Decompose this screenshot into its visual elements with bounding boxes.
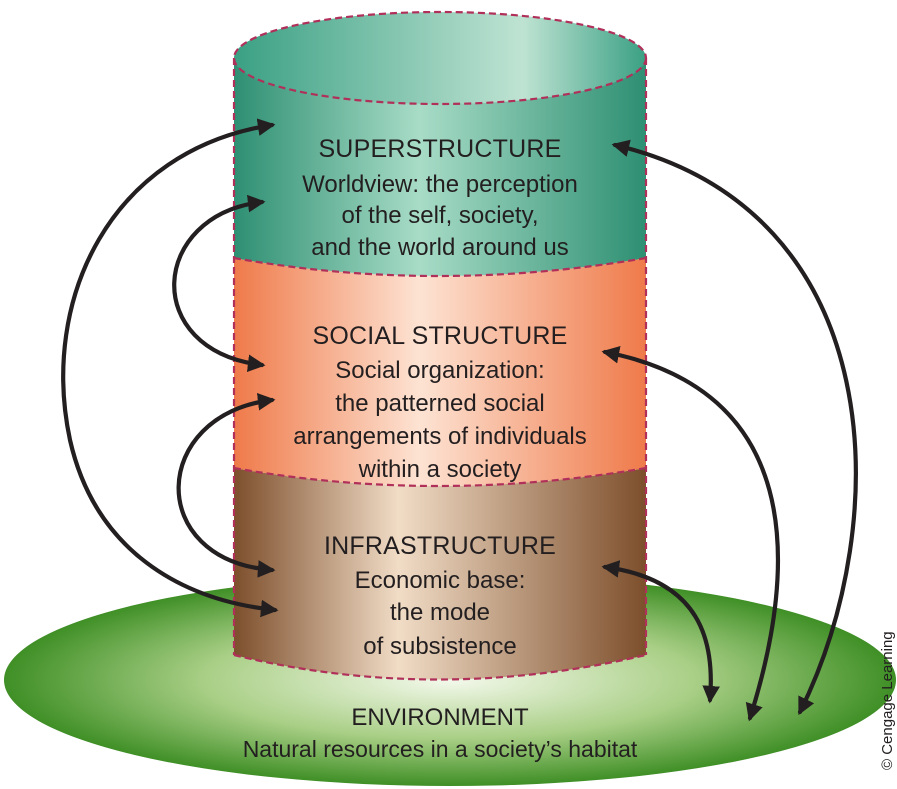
- arrows: [61, 118, 858, 722]
- superstructure-layer: [234, 58, 646, 276]
- superstructure-text: SUPERSTRUCTURE Worldview: the perception…: [302, 135, 578, 261]
- infrastructure-line: Economic base:: [355, 567, 526, 594]
- social-structure-line: arrangements of individuals: [293, 423, 587, 450]
- environment-title: ENVIRONMENT: [351, 704, 529, 731]
- social-structure-layer: [234, 258, 646, 486]
- layer-divider-lower: [233, 466, 647, 488]
- infrastructure-line: of subsistence: [363, 633, 516, 660]
- social-structure-line: the patterned social: [335, 390, 544, 417]
- arrow-infrastructure-environment: [601, 560, 720, 704]
- social-structure-line: Social organization:: [335, 357, 544, 384]
- copyright-credit: © Cengage Learning: [879, 631, 896, 770]
- arrow-social-infrastructure: [176, 392, 276, 578]
- arrow-superstructure-environment: [611, 139, 858, 716]
- infrastructure-title: INFRASTRUCTURE: [324, 532, 556, 560]
- layer-divider-upper: [233, 256, 647, 278]
- superstructure-line: of the self, society,: [342, 202, 539, 229]
- arrow-superstructure-social: [172, 194, 266, 373]
- infrastructure-layer: [234, 468, 646, 680]
- cylinder-top: [234, 12, 646, 104]
- superstructure-line: and the world around us: [311, 234, 569, 261]
- infrastructure-line: the mode: [390, 599, 490, 626]
- superstructure-title: SUPERSTRUCTURE: [318, 135, 561, 163]
- superstructure-line: Worldview: the perception: [302, 171, 578, 198]
- social-structure-title: SOCIAL STRUCTURE: [312, 322, 567, 350]
- arrow-social-environment: [601, 346, 781, 722]
- arrow-superstructure-infrastructure-outer: [61, 118, 279, 618]
- social-structure-line: within a society: [358, 456, 522, 483]
- social-structure-text: SOCIAL STRUCTURE Social organization: th…: [293, 322, 587, 483]
- environment-subtitle: Natural resources in a society’s habitat: [243, 736, 638, 762]
- cylinder-bottom-border: [233, 653, 647, 681]
- environment-text: ENVIRONMENT Natural resources in a socie…: [243, 704, 638, 762]
- infrastructure-text: INFRASTRUCTURE Economic base: the mode o…: [324, 532, 556, 660]
